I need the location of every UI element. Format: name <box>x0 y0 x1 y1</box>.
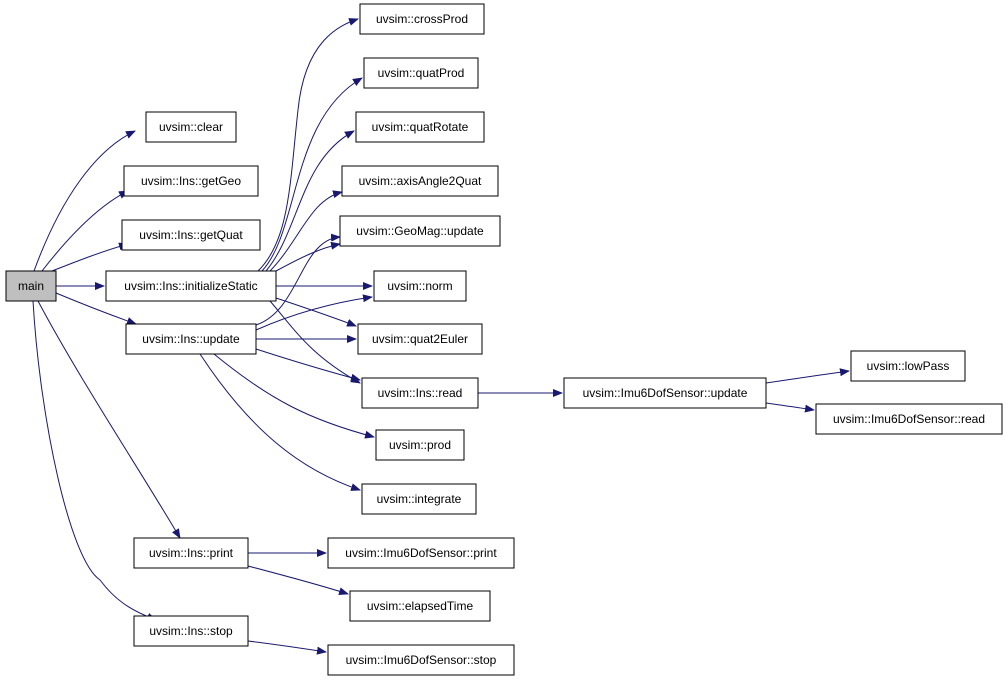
node-elapsedtime[interactable]: uvsim::elapsedTime <box>349 590 491 622</box>
node-geomag-update-label: uvsim::GeoMag::update <box>356 224 484 238</box>
node-elapsedtime-label: uvsim::elapsedTime <box>367 599 474 613</box>
edge-initializeStatic-to-quatProd <box>261 77 363 272</box>
edge-imuUpdate-to-lowPass <box>765 368 850 384</box>
edges-layer <box>32 18 850 655</box>
node-ins-read[interactable]: uvsim::Ins::read <box>361 377 479 409</box>
edge-insUpdate-to-geoMagUpdate <box>255 233 341 326</box>
edge-main-to-clear <box>33 130 136 272</box>
node-crossprod[interactable]: uvsim::crossProd <box>359 3 485 35</box>
edge-insUpdate-to-integrate <box>199 353 361 491</box>
edge-main-to-getQuat <box>51 242 129 272</box>
node-imu-read-label: uvsim::Imu6DofSensor::read <box>833 412 985 426</box>
node-quat2euler-label: uvsim::quat2Euler <box>372 332 468 346</box>
node-lowpass[interactable]: uvsim::lowPass <box>850 350 966 382</box>
node-norm[interactable]: uvsim::norm <box>373 270 467 302</box>
node-imu-print-label: uvsim::Imu6DofSensor::print <box>345 546 497 560</box>
node-clear[interactable]: uvsim::clear <box>145 111 237 143</box>
node-getgeo-label: uvsim::Ins::getGeo <box>141 174 241 188</box>
node-quatrotate-label: uvsim::quatRotate <box>372 120 469 134</box>
edge-initializeStatic-to-axisAngle2Quat <box>269 190 343 272</box>
edge-initializeStatic-to-quatRotate <box>265 130 355 272</box>
node-imu-stop-label: uvsim::Imu6DofSensor::stop <box>346 653 497 667</box>
node-ins-stop[interactable]: uvsim::Ins::stop <box>133 615 249 647</box>
edge-initializeStatic-to-insRead <box>269 300 361 384</box>
node-imu-read[interactable]: uvsim::Imu6DofSensor::read <box>815 403 1003 435</box>
node-quat2euler[interactable]: uvsim::quat2Euler <box>357 323 483 355</box>
node-prod-label: uvsim::prod <box>389 438 451 452</box>
node-initializestatic-label: uvsim::Ins::initializeStatic <box>124 279 257 293</box>
edge-insPrint-to-elapsedTime <box>247 565 349 596</box>
node-axisangle2quat-label: uvsim::axisAngle2Quat <box>359 174 482 188</box>
node-ins-update-label: uvsim::Ins::update <box>142 332 240 346</box>
nodes-layer: main uvsim::clear uvsim::Ins::getGeo uvs… <box>5 3 1003 676</box>
node-integrate-label: uvsim::integrate <box>377 492 462 506</box>
node-imu-stop[interactable]: uvsim::Imu6DofSensor::stop <box>327 644 515 676</box>
edge-initializeStatic-to-quat2Euler <box>275 297 357 327</box>
edge-initializeStatic-to-crossProd <box>257 18 359 272</box>
node-getquat[interactable]: uvsim::Ins::getQuat <box>121 219 261 251</box>
node-lowpass-label: uvsim::lowPass <box>867 359 950 373</box>
node-integrate[interactable]: uvsim::integrate <box>361 483 477 515</box>
node-quatprod[interactable]: uvsim::quatProd <box>363 57 479 89</box>
node-imu-update[interactable]: uvsim::Imu6DofSensor::update <box>563 377 767 409</box>
node-axisangle2quat[interactable]: uvsim::axisAngle2Quat <box>341 165 499 197</box>
edge-main-to-insPrint <box>37 300 181 539</box>
node-main-label: main <box>18 279 44 293</box>
node-quatprod-label: uvsim::quatProd <box>378 66 465 80</box>
node-initializestatic[interactable]: uvsim::Ins::initializeStatic <box>105 270 277 302</box>
node-norm-label: uvsim::norm <box>387 279 452 293</box>
edge-insUpdate-to-insRead <box>255 348 361 382</box>
node-prod[interactable]: uvsim::prod <box>375 429 465 461</box>
node-getgeo[interactable]: uvsim::Ins::getGeo <box>123 165 259 197</box>
node-ins-print[interactable]: uvsim::Ins::print <box>133 537 249 569</box>
edge-initializeStatic-to-geoMagUpdate <box>275 241 341 272</box>
edge-insUpdate-to-prod <box>213 353 375 439</box>
edge-insStop-to-imuStop <box>247 640 327 655</box>
node-imu-print[interactable]: uvsim::Imu6DofSensor::print <box>327 537 515 569</box>
node-main[interactable]: main <box>5 270 57 302</box>
node-ins-read-label: uvsim::Ins::read <box>378 386 463 400</box>
edge-insUpdate-to-norm <box>255 294 373 331</box>
node-clear-label: uvsim::clear <box>159 120 223 134</box>
node-ins-stop-label: uvsim::Ins::stop <box>149 624 233 638</box>
node-getquat-label: uvsim::Ins::getQuat <box>139 228 243 242</box>
edge-main-to-insUpdate <box>55 292 137 325</box>
edge-imuUpdate-to-imuRead <box>765 402 815 413</box>
node-ins-update[interactable]: uvsim::Ins::update <box>125 323 257 355</box>
node-quatrotate[interactable]: uvsim::quatRotate <box>355 111 485 143</box>
node-imu-update-label: uvsim::Imu6DofSensor::update <box>583 386 748 400</box>
node-geomag-update[interactable]: uvsim::GeoMag::update <box>339 215 501 247</box>
node-crossprod-label: uvsim::crossProd <box>376 12 468 26</box>
edge-main-to-getGeo <box>41 190 129 272</box>
node-ins-print-label: uvsim::Ins::print <box>149 546 234 560</box>
edge-main-to-insStop <box>32 300 157 621</box>
